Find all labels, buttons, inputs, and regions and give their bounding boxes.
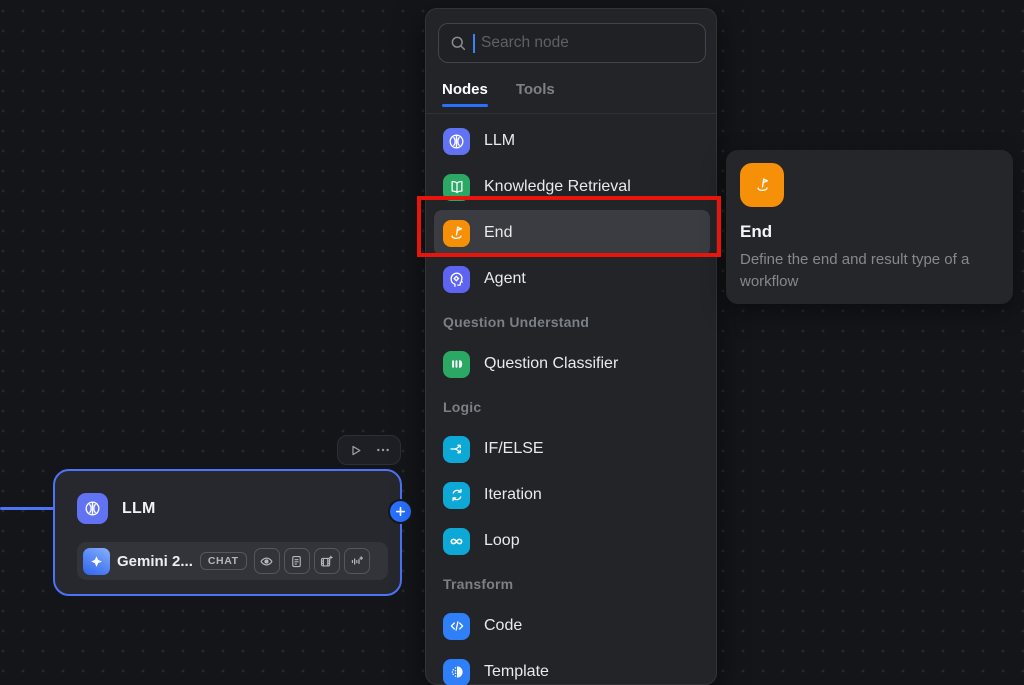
node-list-item-label: LLM <box>484 132 516 149</box>
model-selector[interactable]: Gemini 2... CHAT <box>77 542 388 580</box>
template-icon <box>443 658 470 685</box>
llm-node-title: LLM <box>122 499 156 517</box>
llm-icon <box>77 493 108 524</box>
node-list-item-if-else[interactable]: IF/ELSE <box>434 426 710 472</box>
node-list-item-llm[interactable]: LLM <box>434 118 710 164</box>
code-icon <box>443 612 470 640</box>
end-icon <box>443 219 470 247</box>
knowledge-retrieval-icon <box>443 173 470 201</box>
tooltip-description: Define the end and result type of a work… <box>740 251 970 290</box>
node-list-item-question-classifier[interactable]: Question Classifier <box>434 341 710 387</box>
plus-icon <box>394 505 407 518</box>
node-list-item-label: Knowledge Retrieval <box>484 178 631 195</box>
audio-icon <box>343 548 370 574</box>
model-mode-badge: CHAT <box>199 552 247 570</box>
if-else-icon <box>443 435 470 463</box>
node-list-item-label: Iteration <box>484 486 542 503</box>
node-list-item-end[interactable]: End <box>434 210 710 256</box>
node-list-item-label: IF/ELSE <box>484 440 544 457</box>
node-list-item-agent[interactable]: Agent <box>434 256 710 302</box>
node-section-header-transform: Transform <box>443 575 514 592</box>
add-next-node-button[interactable] <box>388 499 413 524</box>
model-name: Gemini 2... <box>117 552 193 570</box>
node-list-item-label: Loop <box>484 532 520 549</box>
gemini-icon <box>83 547 110 575</box>
node-list-item-loop[interactable]: Loop <box>434 518 710 564</box>
node-list-item-template[interactable]: Template <box>434 649 710 685</box>
search-icon <box>449 34 467 52</box>
node-section-header-question-understand: Question Understand <box>443 313 590 330</box>
end-icon <box>740 163 784 207</box>
question-classifier-icon <box>443 350 470 378</box>
node-list-item-code[interactable]: Code <box>434 603 710 649</box>
iteration-icon <box>443 481 470 509</box>
tab-nodes[interactable]: Nodes <box>442 81 488 107</box>
node-section-header-logic: Logic <box>443 398 482 415</box>
node-list-item-label: End <box>484 224 513 241</box>
ellipsis-icon <box>375 442 391 458</box>
more-actions-button[interactable] <box>372 439 394 461</box>
tooltip-title: End <box>740 222 773 241</box>
tab-tools[interactable]: Tools <box>515 81 555 98</box>
node-tooltip-card: End Define the end and result type of a … <box>726 150 1013 304</box>
node-list-item-label: Code <box>484 617 523 634</box>
add-block-panel: Nodes Tools LLM Knowledge RetrievalEndAge… <box>425 8 717 685</box>
loop-icon <box>443 527 470 555</box>
node-list-item-label: Template <box>484 663 549 680</box>
connection-edge <box>0 507 54 510</box>
search-input[interactable] <box>481 34 695 52</box>
search-box[interactable] <box>438 23 706 63</box>
text-caret <box>473 33 475 53</box>
node-toolbar <box>337 435 401 465</box>
node-list-item-label: Question Classifier <box>484 355 619 372</box>
panel-tabs: Nodes Tools <box>426 71 716 114</box>
vision-icon <box>253 548 280 574</box>
llm-icon <box>443 127 470 155</box>
run-node-button[interactable] <box>344 439 366 461</box>
llm-node[interactable]: LLM Gemini 2... CHAT <box>53 469 413 596</box>
agent-icon <box>443 265 470 293</box>
model-capability-chips <box>253 548 370 574</box>
node-list-item-iteration[interactable]: Iteration <box>434 472 710 518</box>
node-list-item-knowledge-retrieval[interactable]: Knowledge Retrieval <box>434 164 710 210</box>
node-list-item-label: Agent <box>484 270 526 287</box>
llm-node-header: LLM <box>77 493 155 524</box>
document-icon <box>283 548 310 574</box>
play-icon <box>348 443 363 458</box>
video-icon <box>313 548 340 574</box>
